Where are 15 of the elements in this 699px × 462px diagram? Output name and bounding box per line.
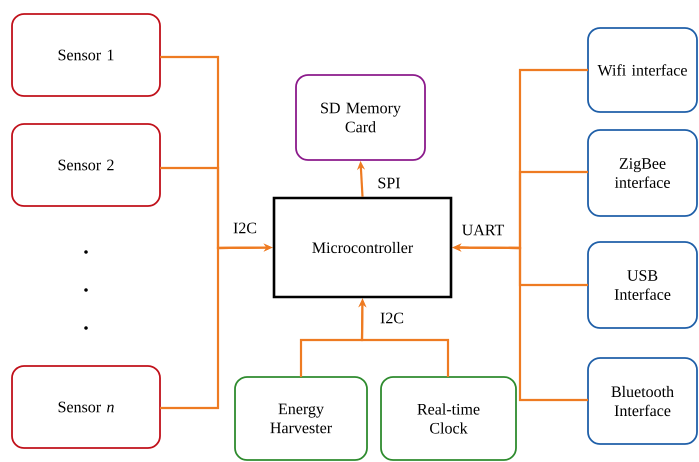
memory-box: SD Memory Card <box>295 74 426 161</box>
edge-label: I2C <box>379 312 405 324</box>
interface-box: Bluetooth Interface <box>587 357 698 445</box>
module-box: Real-time Clock <box>380 376 517 461</box>
sensor-box: Sensor 2 <box>11 123 161 207</box>
edge-label: SPI <box>376 176 402 190</box>
module-box: Energy Harvester <box>234 376 368 461</box>
interface-box: Wifi interface <box>587 27 698 113</box>
interface-box: USB Interface <box>587 241 698 329</box>
interface-box: ZigBee interface <box>587 129 698 217</box>
edge-label: UART <box>460 224 506 236</box>
edge-label: I2C <box>232 222 258 234</box>
sensor-box: Sensor 1 <box>11 13 161 97</box>
sensor-box: Sensor n <box>11 365 161 449</box>
controller-box: Microcontroller <box>272 196 452 298</box>
